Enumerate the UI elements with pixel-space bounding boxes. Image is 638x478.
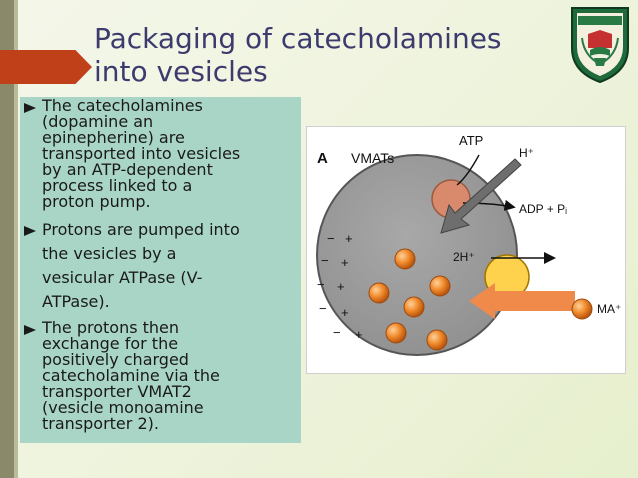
bullet-line: catecholamine via the bbox=[42, 366, 220, 385]
charge-minus: − bbox=[319, 301, 327, 316]
bullet-line: proton pump. bbox=[42, 192, 151, 211]
slide-title: Packaging of catecholamines into vesicle… bbox=[94, 22, 564, 88]
bullet-line: vesicular ATPase (V- bbox=[42, 268, 203, 287]
proton-inflow-arrow bbox=[440, 158, 522, 234]
bullet-list: The catecholamines (dopamine an epinephe… bbox=[22, 98, 302, 432]
atp-arrow bbox=[456, 154, 480, 186]
bullet-line: (vesicle monoamine bbox=[42, 398, 204, 417]
bullet-line: epinepherine) are bbox=[42, 128, 185, 147]
charge-minus: − bbox=[317, 277, 325, 292]
h-plus-label: H⁺ bbox=[519, 146, 534, 160]
bullet-line: by an ATP-dependent bbox=[42, 160, 213, 179]
bullet-line: exchange for the bbox=[42, 334, 179, 353]
ma-molecule bbox=[571, 298, 593, 320]
panel-letter: A bbox=[317, 150, 328, 167]
vmats-label: VMATs bbox=[351, 150, 394, 166]
bullet-line: ATPase). bbox=[42, 292, 110, 311]
ma-inflow-arrow bbox=[469, 283, 575, 319]
charge-minus: − bbox=[333, 325, 341, 340]
charge-minus: − bbox=[321, 253, 329, 268]
atp-label: ATP bbox=[459, 133, 483, 148]
charge-minus: − bbox=[327, 231, 335, 246]
catecholamine-molecule bbox=[403, 296, 425, 318]
university-crest-logo bbox=[571, 7, 629, 84]
bullet-line: the vesicles by a bbox=[42, 244, 177, 263]
bullet-line: process linked to a bbox=[42, 176, 193, 195]
charge-plus: + bbox=[341, 305, 349, 320]
bullet-panel-background bbox=[20, 97, 301, 443]
bullet-line: The protons then bbox=[42, 318, 180, 337]
bullet-line: transported into vesicles bbox=[42, 144, 241, 163]
charge-plus: + bbox=[337, 279, 345, 294]
bullet-line: transporter VMAT2 bbox=[42, 382, 192, 401]
slide-title-line1: Packaging of catecholamines bbox=[94, 22, 502, 55]
bullet-arrow-icon bbox=[24, 103, 36, 113]
catecholamine-molecule bbox=[426, 329, 448, 351]
bullet-item: Protons are pumped into the vesicles by … bbox=[22, 218, 302, 314]
bullet-line: transporter 2). bbox=[42, 414, 159, 433]
charge-plus: + bbox=[345, 231, 353, 246]
bullet-item: The protons then exchange for the positi… bbox=[22, 320, 302, 432]
catecholamine-molecule bbox=[385, 322, 407, 344]
slide-title-line2: into vesicles bbox=[94, 55, 268, 88]
adp-label: ADP + Pᵢ bbox=[519, 202, 567, 216]
charge-plus: + bbox=[341, 255, 349, 270]
bullet-line: The catecholamines bbox=[42, 96, 203, 115]
charge-plus: + bbox=[355, 327, 363, 342]
ma-label: MA⁺ bbox=[597, 302, 621, 316]
bullet-line: positively charged bbox=[42, 350, 189, 369]
vesicle-diagram-figure: A VMATs ATP H⁺ ADP + Pᵢ 2H⁺ MA⁺ − + − + … bbox=[306, 126, 626, 374]
bullet-item: The catecholamines (dopamine an epinephe… bbox=[22, 98, 302, 210]
catecholamine-molecule bbox=[394, 248, 416, 270]
bullet-line: Protons are pumped into bbox=[42, 220, 240, 239]
left-decor-strip-light bbox=[14, 0, 18, 478]
left-decor-strip bbox=[0, 0, 14, 478]
bullet-line: (dopamine an bbox=[42, 112, 154, 131]
catecholamine-molecule bbox=[429, 275, 451, 297]
title-arrow-marker bbox=[0, 50, 92, 84]
vesicle-diagram: A VMATs ATP H⁺ ADP + Pᵢ 2H⁺ MA⁺ − + − + … bbox=[316, 133, 621, 356]
two-h-label: 2H⁺ bbox=[453, 250, 475, 264]
bullet-arrow-icon bbox=[24, 325, 36, 335]
catecholamine-molecule bbox=[368, 282, 390, 304]
bullet-arrow-icon bbox=[24, 226, 36, 236]
